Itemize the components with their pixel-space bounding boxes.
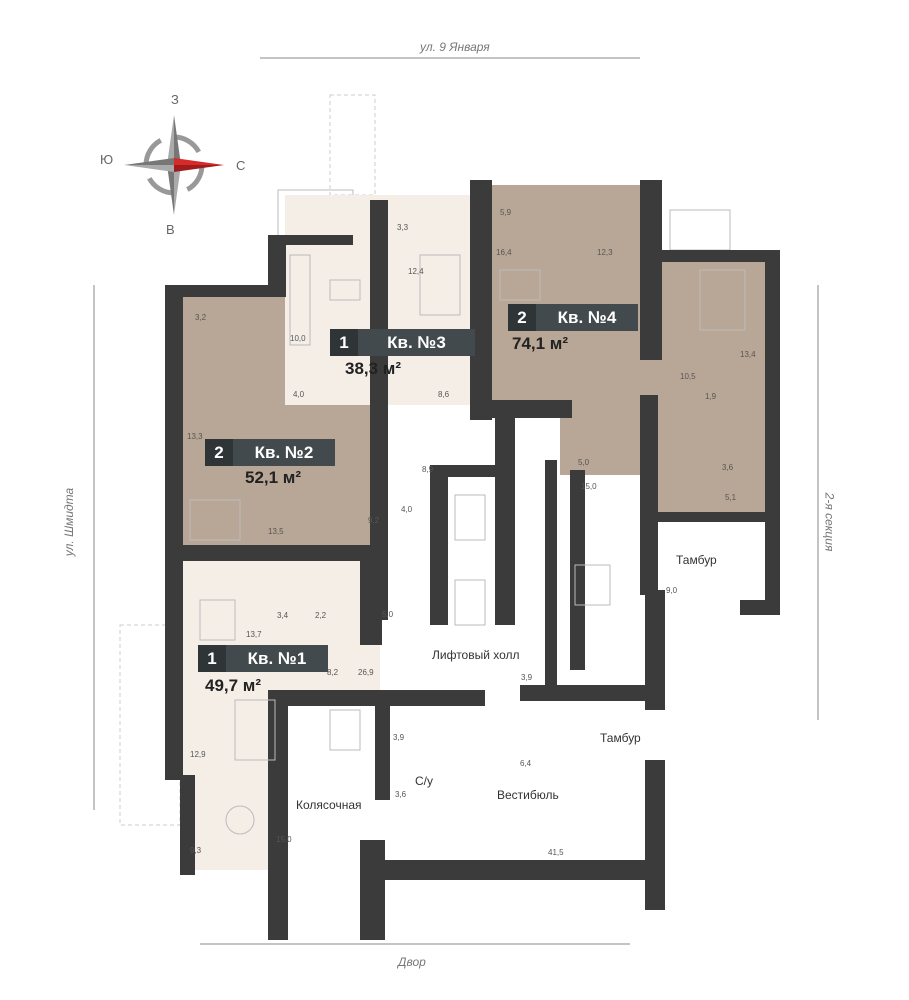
room-area: 9,2 (368, 516, 380, 525)
apartment-number: Кв. №2 (233, 439, 335, 466)
compass-north-label: З (171, 92, 179, 107)
walls (165, 180, 780, 940)
balcony-outline (119, 624, 181, 826)
room-area: 5,1 (725, 493, 737, 502)
compass-icon (124, 115, 224, 215)
room-name: Колясочная (296, 798, 362, 812)
room-area: 5,0 (578, 458, 590, 467)
room-area: 3,3 (397, 223, 409, 232)
apartment-area: 49,7 м² (205, 676, 262, 695)
room-area: 8,6 (438, 390, 450, 399)
room-area: 2,2 (315, 611, 327, 620)
compass-west-label: Ю (100, 152, 114, 167)
apartment-1-area (180, 690, 285, 870)
section-label-right: 2-я секция (822, 492, 837, 552)
room-name: Вестибюль (497, 788, 559, 802)
room-area: 1,9 (705, 392, 717, 401)
balcony (669, 209, 731, 251)
room-area: 3,2 (195, 313, 207, 322)
room-area: 3,6 (395, 790, 407, 799)
furniture (189, 254, 746, 835)
room-area: 41,5 (548, 848, 564, 857)
room-area: 4,0 (293, 390, 305, 399)
room-area: 9,0 (666, 586, 678, 595)
apartment-4-area (488, 185, 658, 405)
compass-south-label: В (166, 222, 175, 237)
room-area: 16,4 (496, 248, 512, 257)
room-area: 4,0 (401, 505, 413, 514)
compass-east-label: С (236, 158, 246, 173)
apartment-number: Кв. №1 (226, 645, 328, 672)
room-area: 5,0 (382, 610, 394, 619)
room-area: 3,4 (277, 611, 289, 620)
rooms-count: 1 (330, 329, 358, 356)
room-name: Лифтовый холл (432, 648, 520, 662)
room-area: 15,0 (276, 835, 292, 844)
room-area: 13,3 (187, 432, 203, 441)
room-area: 13,7 (246, 630, 262, 639)
room-area: 15,0 (581, 482, 597, 491)
room-area: 10,0 (290, 334, 306, 343)
street-label-top: ул. 9 Января (420, 40, 490, 54)
room-area: 10,5 (680, 372, 696, 381)
room-name: Тамбур (676, 553, 717, 567)
room-area: 13,5 (268, 527, 284, 536)
room-area: 5,9 (500, 208, 512, 217)
room-name: С/у (415, 774, 433, 788)
room-area: 26,9 (358, 668, 374, 677)
room-area: 3,9 (393, 733, 405, 742)
balcony-outline (329, 94, 376, 196)
apartment-area: 38,3 м² (345, 359, 402, 378)
rooms-count: 2 (508, 304, 536, 331)
street-label-left: ул. Шмидта (62, 487, 77, 557)
room-area: 3,6 (722, 463, 734, 472)
apartment-area: 52,1 м² (245, 468, 302, 487)
room-area: 12,9 (190, 750, 206, 759)
room-area: 8,9 (422, 465, 434, 474)
room-area: 8,2 (327, 668, 339, 677)
rooms-count: 1 (198, 645, 226, 672)
room-area: 12,4 (408, 267, 424, 276)
apartment-4-area (655, 255, 765, 515)
room-area: 13,4 (740, 350, 756, 359)
room-area: 9,3 (190, 846, 202, 855)
apartment-number: Кв. №3 (358, 329, 475, 356)
apartment-area: 74,1 м² (512, 334, 569, 353)
room-area: 6,4 (520, 759, 532, 768)
room-name: Тамбур (600, 731, 641, 745)
room-area: 12,3 (597, 248, 613, 257)
rooms-count: 2 (205, 439, 233, 466)
room-area: 3,9 (521, 673, 533, 682)
street-label-bottom: Двор (398, 955, 426, 969)
apartment-number: Кв. №4 (536, 304, 638, 331)
